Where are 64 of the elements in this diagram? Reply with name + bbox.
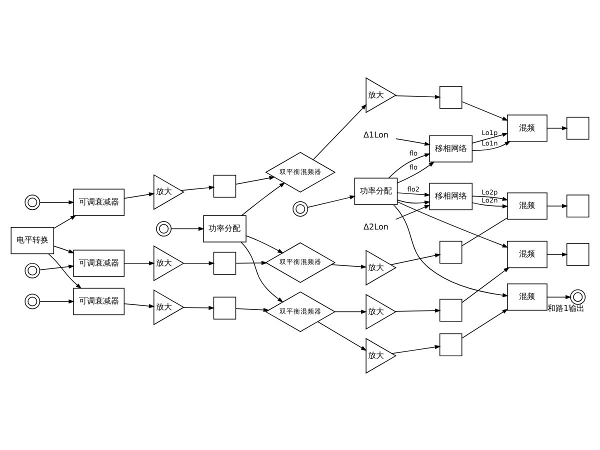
arrow — [183, 305, 215, 310]
arrow — [397, 161, 435, 183]
arrow — [394, 94, 441, 98]
node-box — [566, 242, 590, 266]
arrow — [180, 185, 215, 190]
arrow — [397, 199, 430, 204]
arrow — [546, 252, 568, 256]
arrow — [48, 252, 82, 288]
arrow — [546, 126, 568, 130]
node-box — [439, 298, 462, 322]
node-box — [213, 174, 236, 198]
arrow — [546, 294, 572, 299]
arrow — [472, 140, 511, 150]
node-circle — [156, 220, 172, 236]
node-circle — [24, 262, 40, 278]
arrow — [246, 234, 284, 253]
arrow — [39, 298, 75, 304]
arrow — [392, 344, 441, 354]
connector — [462, 217, 508, 246]
node-box — [439, 86, 462, 108]
arrow — [396, 200, 508, 248]
arrow — [235, 260, 268, 265]
arrow — [462, 266, 510, 302]
arrow — [240, 241, 284, 302]
arrow — [171, 226, 204, 230]
arrow — [472, 132, 508, 143]
arrow — [124, 192, 155, 198]
arrow — [393, 204, 508, 297]
node-circle — [292, 200, 308, 216]
arrow — [317, 320, 367, 350]
node-box — [213, 251, 236, 274]
arrow — [39, 200, 75, 204]
arrow — [312, 103, 367, 160]
arrow — [53, 245, 74, 253]
arrow — [546, 203, 568, 208]
arrow — [388, 152, 431, 178]
arrow — [462, 100, 508, 120]
arrow — [241, 182, 286, 216]
node-box — [439, 332, 462, 356]
arrow — [235, 307, 270, 312]
arrow — [395, 204, 430, 220]
arrow — [307, 194, 356, 208]
arrow — [390, 252, 441, 265]
node-box — [213, 296, 236, 319]
arrow — [394, 308, 441, 312]
arrow — [235, 175, 276, 184]
node-circle — [24, 194, 40, 210]
node-box — [566, 116, 590, 140]
node-box — [439, 240, 462, 264]
node-box — [566, 194, 590, 217]
node-circle — [24, 293, 40, 309]
arrow — [462, 308, 508, 338]
arrow — [124, 302, 155, 308]
arrow — [397, 192, 430, 196]
arrow — [53, 214, 76, 228]
arrow — [472, 202, 508, 208]
arrow — [183, 260, 215, 265]
arrow — [472, 195, 508, 200]
node-circle — [570, 288, 586, 304]
arrow — [330, 264, 367, 268]
arrow — [124, 260, 155, 265]
arrow — [396, 138, 431, 146]
arrow — [39, 264, 75, 270]
arrow — [334, 309, 367, 314]
